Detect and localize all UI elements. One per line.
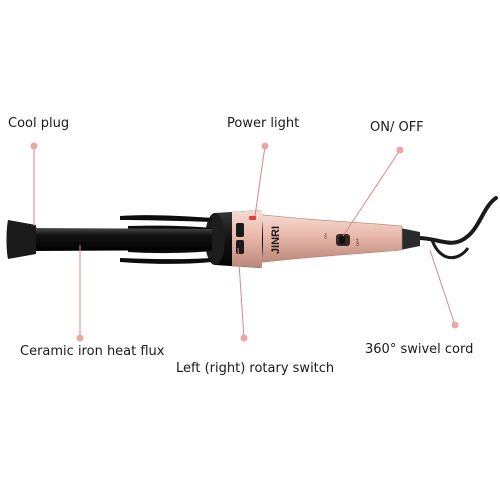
strain-relief [400,228,420,250]
dot-swivel [451,321,459,329]
switch-on-label: ON [323,233,328,239]
leader-rotary [237,247,245,339]
handle [247,212,403,265]
cord [416,196,498,245]
callout-dots [30,142,459,342]
barrel [28,228,212,251]
label-cool-plug: Cool plug [8,116,70,131]
dot-cool-plug [30,142,38,150]
label-on-off: ON/ OFF [370,120,424,135]
leader-power-light [254,145,266,217]
cord-loop [430,239,470,259]
leader-swivel [429,249,456,326]
dot-power-light [261,142,269,150]
switch-off-label: OFF [355,237,360,246]
cool-tip [6,220,36,259]
rotary-ring [232,210,262,268]
leader-on-off [342,149,401,237]
rotary-switch[interactable] [205,213,225,265]
label-power-light: Power light [227,116,300,131]
label-rotary: Left (right) rotary switch [176,361,335,376]
power-light [249,216,256,220]
dot-on-off [396,146,404,154]
dot-rotary [240,334,248,342]
brand-logo: JINRI [270,226,282,254]
label-swivel: 360° swivel cord [365,342,474,357]
switch-knob [339,236,345,244]
callout-leaders [33,145,456,339]
rotary-button-left[interactable] [236,223,244,237]
rotary-button-right[interactable] [236,240,244,254]
label-ceramic: Ceramic iron heat flux [20,344,165,359]
dot-ceramic [76,334,84,342]
